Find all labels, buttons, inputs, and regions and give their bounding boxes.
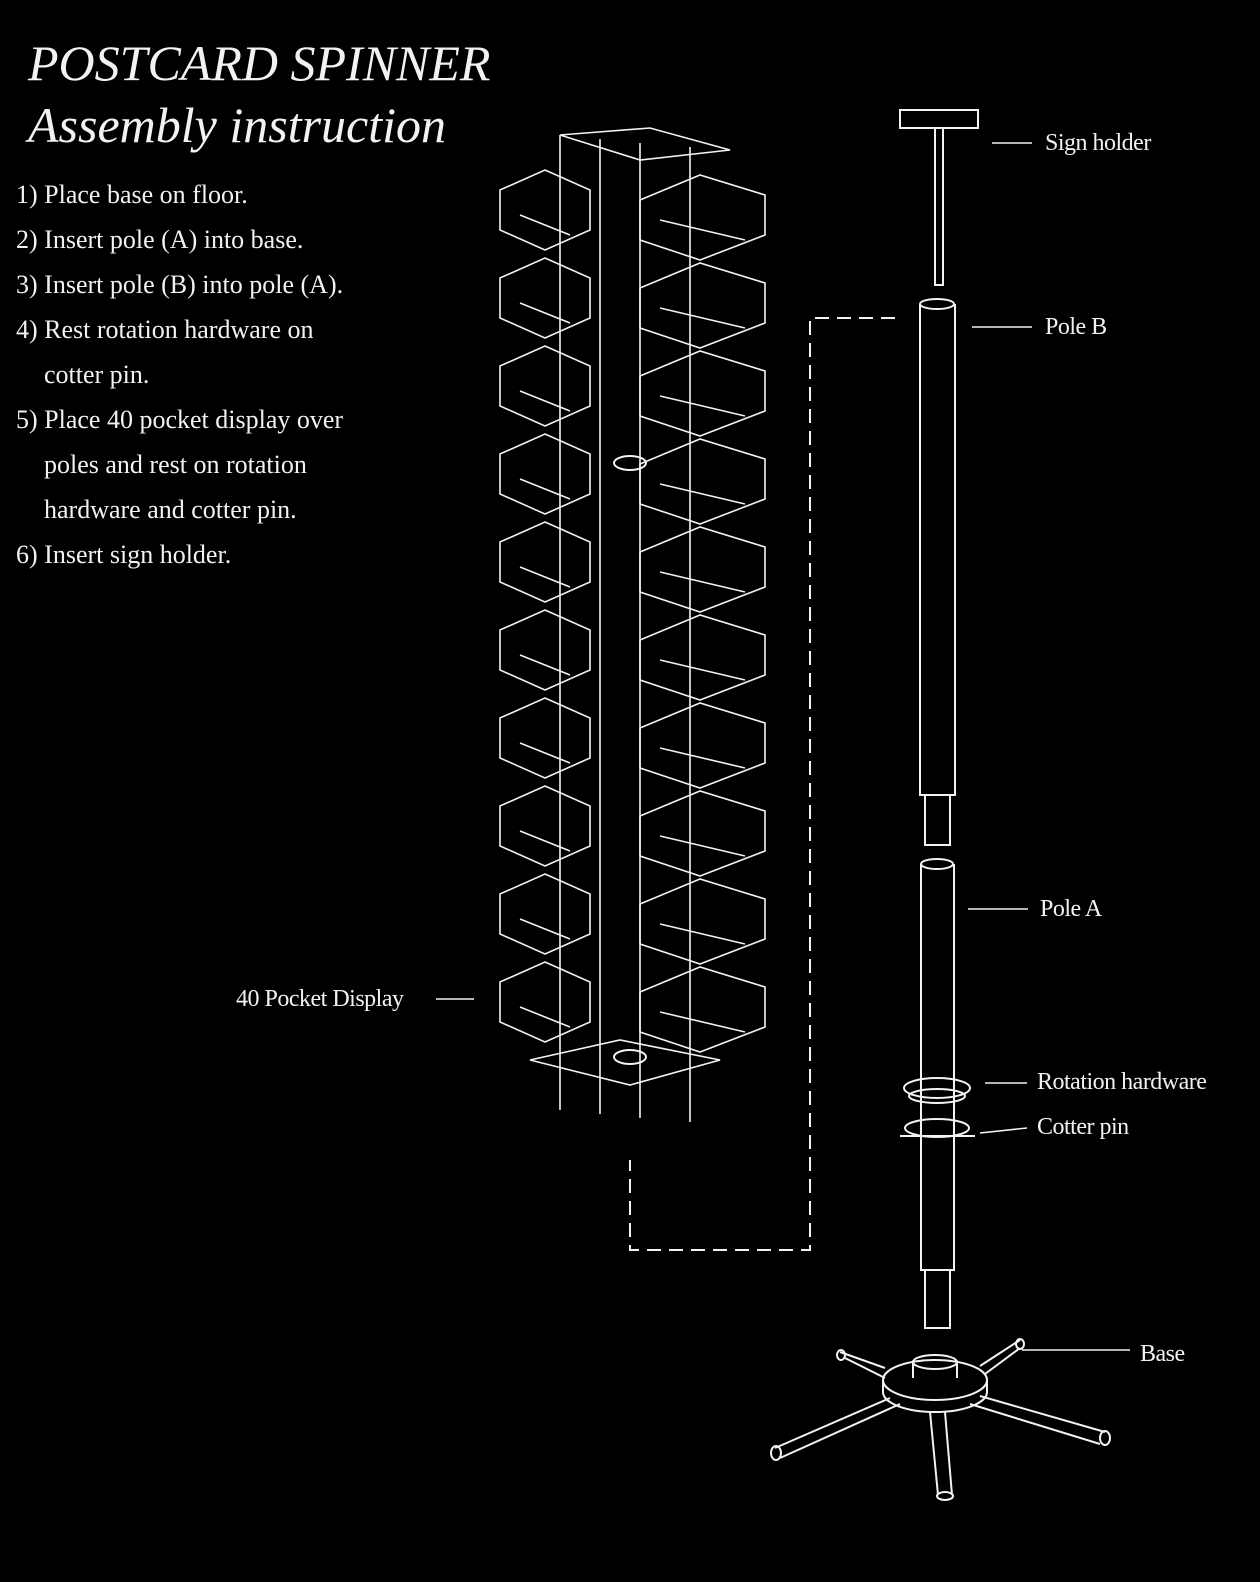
step-6: 6) Insert sign holder. <box>16 540 232 569</box>
pole-a-part <box>920 858 955 1329</box>
rack-wire <box>519 654 746 681</box>
rack-wire <box>499 785 591 867</box>
rack-wire <box>499 961 591 1043</box>
step-4-cont: cotter pin. <box>44 360 150 389</box>
rack-hub <box>613 1049 647 1065</box>
cotter-pin-part <box>900 1118 975 1138</box>
rack-wire <box>559 127 731 161</box>
sign-holder-part <box>899 109 979 286</box>
rack-wire <box>519 1006 746 1033</box>
rack-wire <box>519 478 746 505</box>
rack-wire <box>499 433 591 515</box>
rack-wire <box>529 1039 721 1086</box>
base-part <box>770 1338 1111 1501</box>
rack-wire <box>519 566 746 593</box>
rack-wire <box>519 830 746 857</box>
rack-hub <box>613 455 647 471</box>
step-5-cont-1: poles and rest on rotation <box>44 450 307 479</box>
label-rotation-hardware: Rotation hardware <box>1037 1069 1207 1095</box>
rack-wire <box>639 350 766 437</box>
page-title: POSTCARD SPINNER <box>28 35 491 91</box>
step-5-cont-2: hardware and cotter pin. <box>44 495 297 524</box>
rack-wire <box>499 873 591 955</box>
step-2: 2) Insert pole (A) into base. <box>16 225 304 254</box>
page-subtitle: Assembly instruction <box>28 97 447 153</box>
rack-wire <box>639 790 766 877</box>
instruction-steps: 1) Place base on floor. 2) Insert pole (… <box>16 172 343 577</box>
rack-wire <box>499 521 591 603</box>
label-sign-holder: Sign holder <box>1045 130 1151 156</box>
rack-wire <box>499 609 591 691</box>
step-5: 5) Place 40 pocket display over <box>16 405 344 434</box>
rack-wire <box>639 438 766 525</box>
pocket-display-rack <box>499 127 766 1122</box>
label-pole-b: Pole B <box>1045 314 1107 340</box>
rack-wire <box>519 918 746 945</box>
step-4: 4) Rest rotation hardware on <box>16 315 314 344</box>
rack-wire <box>639 702 766 789</box>
rack-wire <box>639 174 766 261</box>
rack-wire <box>519 214 746 241</box>
alignment-dashed-line <box>629 317 895 1251</box>
label-pocket-display: 40 Pocket Display <box>236 986 404 1012</box>
rotation-hardware-part <box>903 1077 971 1104</box>
rack-wire <box>499 345 591 427</box>
pole-b-part <box>919 298 956 846</box>
rack-wire <box>639 878 766 965</box>
step-3: 3) Insert pole (B) into pole (A). <box>16 270 344 299</box>
rack-wire <box>639 262 766 349</box>
rack-wire <box>519 302 746 329</box>
label-pole-a: Pole A <box>1040 896 1102 922</box>
rack-wire <box>639 614 766 701</box>
step-1: 1) Place base on floor. <box>16 180 248 209</box>
rack-wire <box>519 742 746 769</box>
label-cotter-pin: Cotter pin <box>1037 1114 1129 1140</box>
rack-wire <box>499 697 591 779</box>
rack-wire <box>639 526 766 613</box>
rack-wire <box>639 966 766 1053</box>
rack-wire <box>499 257 591 339</box>
rack-wire <box>499 169 591 251</box>
leader-lines <box>436 142 1130 1351</box>
rack-wire <box>519 390 746 417</box>
label-base: Base <box>1140 1341 1185 1367</box>
